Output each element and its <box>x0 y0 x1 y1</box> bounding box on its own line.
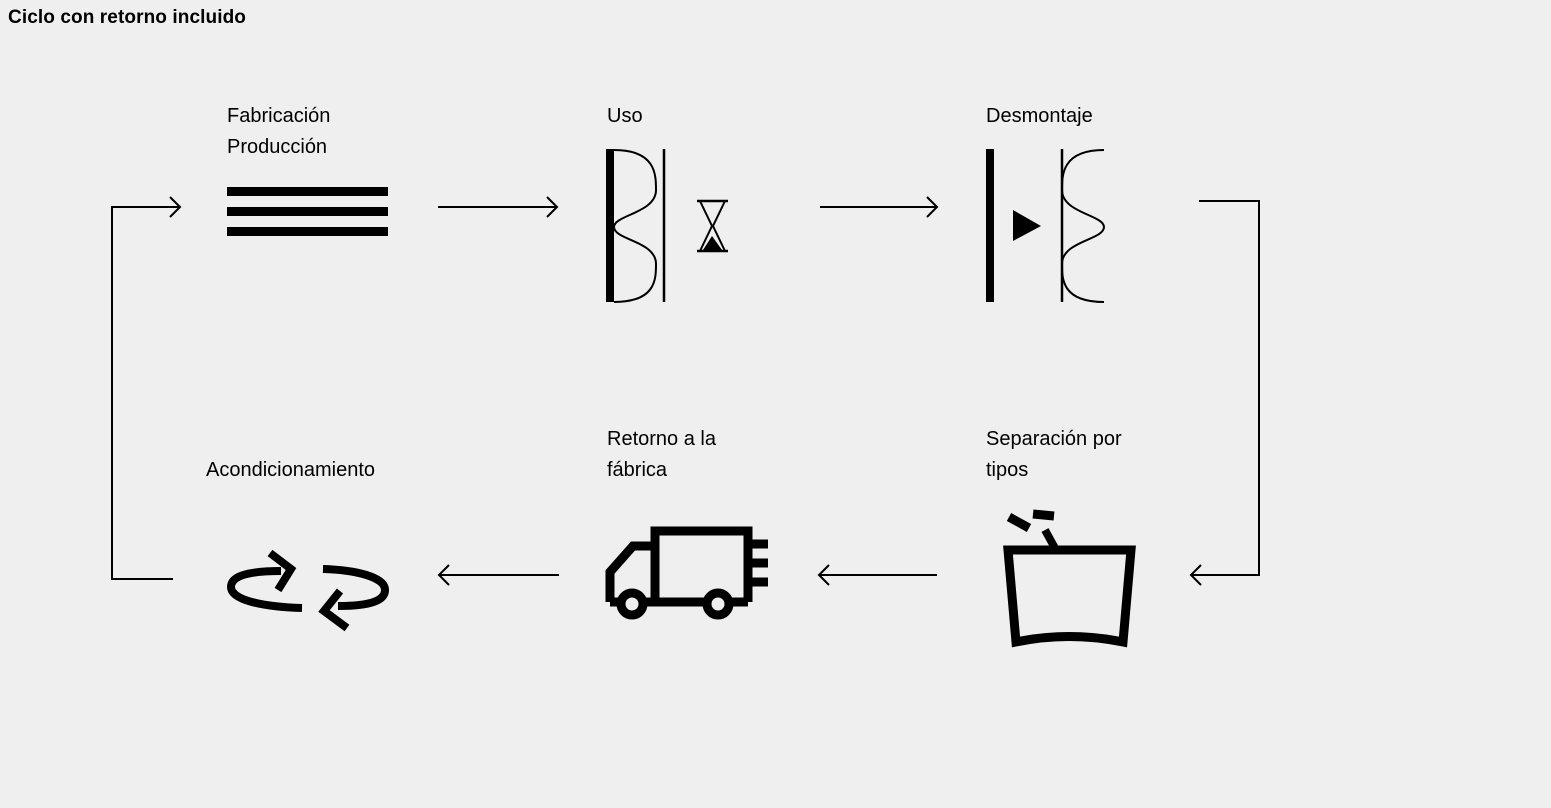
arrow-uso-to-desmontaje-icon <box>820 196 939 218</box>
arrow-fabricacion-to-uso-icon <box>438 196 559 218</box>
step-label-retorno: Retorno a la fábrica <box>607 424 716 486</box>
step-label-line: Uso <box>607 105 643 127</box>
flow-arrows <box>111 196 1260 586</box>
delivery-truck-icon <box>605 526 768 620</box>
arrow-acondicionamiento-to-fabricacion-icon <box>111 196 182 580</box>
step-label-line: Fabricación <box>227 105 331 127</box>
arrow-separacion-to-retorno-icon <box>817 564 937 586</box>
step-label-fabricacion: Fabricación Producción <box>227 101 330 163</box>
step-label-separacion: Separación por tipos <box>986 424 1122 486</box>
sorting-bin-icon <box>1003 509 1136 648</box>
step-label-uso: Uso <box>607 101 643 132</box>
step-label-line: tipos <box>986 459 1029 481</box>
step-label-line: fábrica <box>607 459 668 481</box>
layers-icon <box>227 187 388 236</box>
step-label-line: Retorno a la <box>607 428 716 450</box>
arrow-retorno-to-acondicionamiento-icon <box>437 564 559 586</box>
insulation-hourglass-icon <box>606 149 728 303</box>
hourglass-icon <box>697 199 728 253</box>
step-label-desmontaje: Desmontaje <box>986 101 1093 132</box>
step-label-acondicionamiento: Acondicionamiento <box>206 455 375 486</box>
dismantle-icon <box>986 149 1106 303</box>
arrow-desmontaje-to-separacion-icon <box>1189 200 1260 586</box>
step-label-line: Separación por <box>986 428 1122 450</box>
diagram-title: Ciclo con retorno incluido <box>8 7 246 28</box>
recycle-arrows-icon <box>226 549 390 632</box>
step-label-line: Desmontaje <box>986 105 1093 127</box>
step-label-line: Acondicionamiento <box>206 459 375 481</box>
step-label-line: Producción <box>227 136 328 158</box>
